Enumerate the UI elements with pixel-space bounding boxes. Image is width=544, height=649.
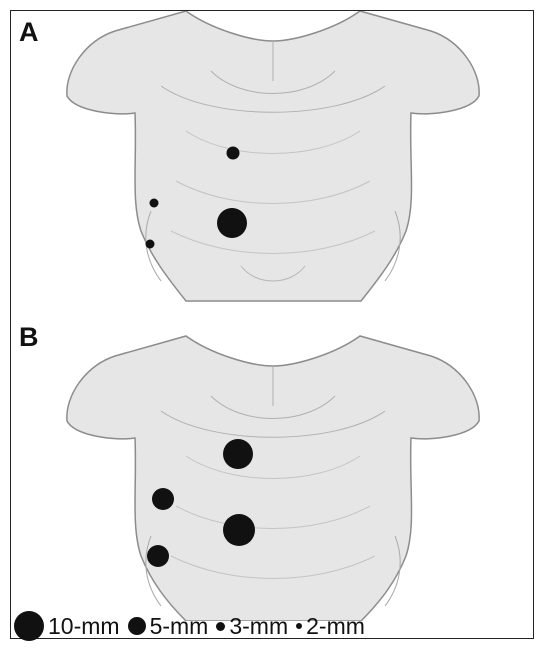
torso-b	[67, 336, 479, 621]
legend-item-3mm: 3-mm	[216, 613, 288, 640]
panel-label-b: B	[19, 322, 39, 353]
legend-label-10mm: 10-mm	[48, 613, 120, 640]
legend-item-10mm: 10-mm	[14, 611, 120, 641]
port-3mm-right-lower	[146, 240, 155, 249]
port-10mm-umbilical	[223, 514, 255, 546]
legend-label-3mm: 3-mm	[229, 613, 288, 640]
panel-a: A	[11, 11, 535, 316]
legend-label-5mm: 5-mm	[150, 613, 209, 640]
legend-item-5mm: 5-mm	[128, 613, 209, 640]
medium-dot-icon	[128, 617, 146, 635]
figure-frame: A B	[10, 10, 534, 639]
panel-b: B	[11, 316, 535, 621]
port-5mm-right-lower	[147, 545, 169, 567]
port-size-legend: 10-mm 5-mm 3-mm 2-mm	[0, 609, 544, 643]
port-3mm-right-upper	[150, 199, 159, 208]
legend-label-2mm: 2-mm	[306, 613, 365, 640]
small-dot-icon	[216, 622, 225, 631]
port-10mm-upper	[223, 439, 253, 469]
port-10mm-umbilical	[217, 208, 247, 238]
port-5mm-right-upper	[152, 488, 174, 510]
legend-item-2mm: 2-mm	[296, 613, 365, 640]
panel-label-a: A	[19, 17, 39, 48]
tiny-dot-icon	[296, 623, 302, 629]
torso-illustration-b	[11, 316, 535, 621]
torso-illustration-a	[11, 11, 535, 316]
torso-a	[67, 11, 479, 301]
port-5mm-upper	[227, 147, 240, 160]
large-dot-icon	[14, 611, 44, 641]
